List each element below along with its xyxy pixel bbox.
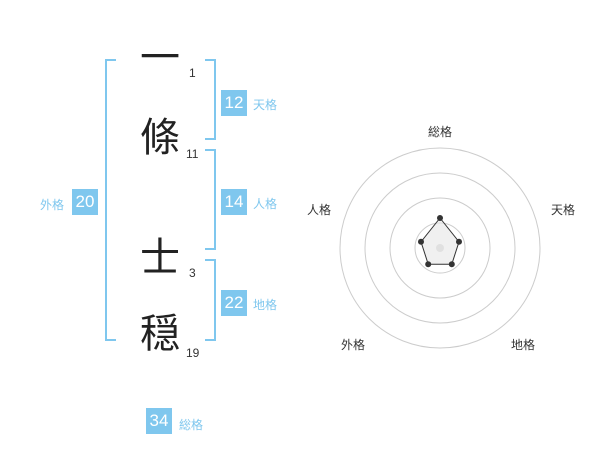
tenkaku-bracket xyxy=(205,59,216,140)
chikaku-label: 地格 xyxy=(253,298,278,312)
stroke-count-2: 11 xyxy=(186,147,199,161)
name-char-3: 士 xyxy=(140,235,180,281)
jinkaku-label: 人格 xyxy=(253,197,278,211)
stroke-count-4: 19 xyxy=(186,346,200,360)
radar-point-1 xyxy=(437,215,443,221)
radar-ring-4 xyxy=(339,147,541,349)
jinkaku-value: 14 xyxy=(221,189,247,215)
chikaku-value: 22 xyxy=(221,290,247,316)
tenkaku-label: 天格 xyxy=(253,98,278,112)
stroke-count-1: 1 xyxy=(189,66,196,80)
gaikaku-label: 外格 xyxy=(40,198,65,212)
stroke-count-3: 3 xyxy=(189,266,196,280)
radar-point-3 xyxy=(448,261,455,268)
jinkaku-bracket xyxy=(205,149,216,250)
name-char-2: 條 xyxy=(140,115,180,161)
radar-point-5 xyxy=(418,238,424,245)
soukaku-label: 総格 xyxy=(179,418,204,432)
name-char-1: 一 xyxy=(140,35,180,81)
radar-label-jinkaku: 人格 xyxy=(307,203,332,217)
gaikaku-value: 20 xyxy=(72,189,98,215)
gaikaku-bracket xyxy=(105,59,116,341)
name-char-4: 穏 xyxy=(140,311,180,357)
tenkaku-value: 12 xyxy=(221,90,247,116)
radar-point-4 xyxy=(425,261,432,268)
radar-ring-2 xyxy=(389,197,491,299)
soukaku-value: 34 xyxy=(146,408,172,434)
chikaku-bracket xyxy=(205,259,216,341)
radar-point-2 xyxy=(456,238,462,245)
radar-label-chikaku: 地格 xyxy=(511,338,536,352)
radar-label-soukaku: 総格 xyxy=(428,125,453,139)
radar-polygon xyxy=(420,217,460,265)
radar-label-tenkaku: 天格 xyxy=(551,203,576,217)
radar-label-gaikaku: 外格 xyxy=(341,338,366,352)
radar-ring-3 xyxy=(364,172,516,324)
